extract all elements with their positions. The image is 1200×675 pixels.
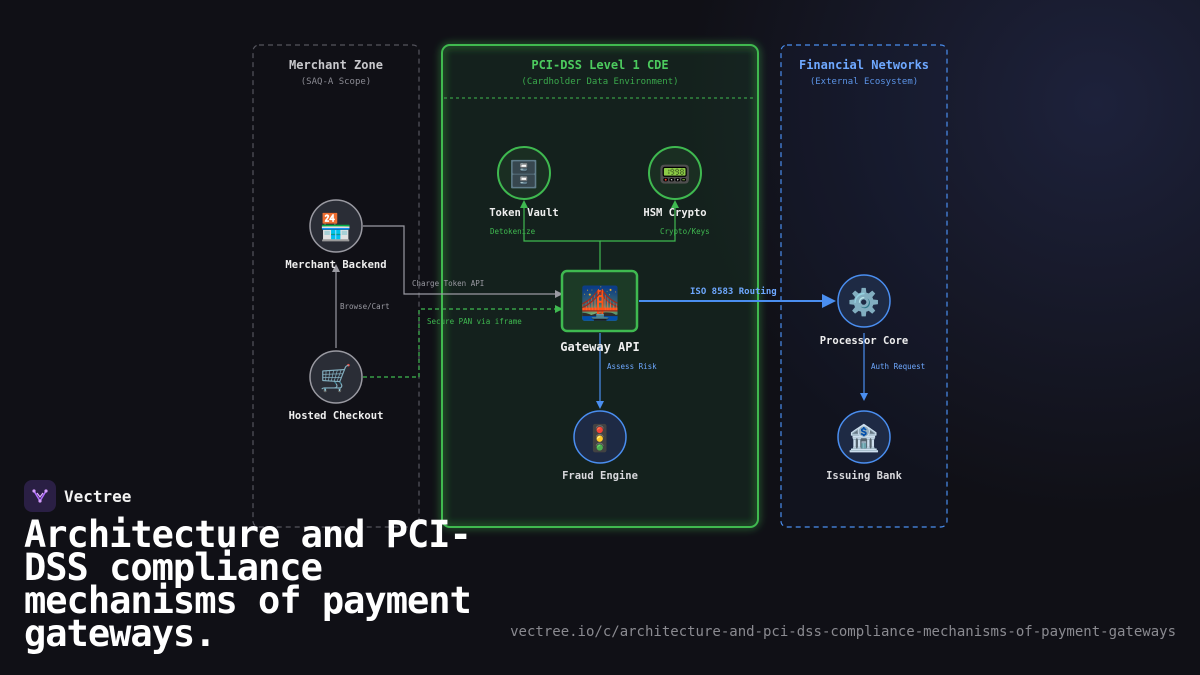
edge-crypto-keys: Crypto/Keys: [600, 200, 710, 242]
merchant-zone-subtitle: (SAQ-A Scope): [301, 77, 371, 87]
node-label-token-vault: Token Vault: [489, 207, 559, 219]
brand[interactable]: Vectree: [24, 479, 131, 513]
financial-zone-title: Financial Networks: [799, 58, 929, 72]
node-label-gateway-api: Gateway API: [560, 340, 639, 354]
edge-label-secure-pan: Secure PAN via iframe: [427, 317, 522, 326]
page-title: Architecture and PCI-DSS compliance mech…: [24, 513, 472, 655]
pager-icon: 📟: [659, 160, 691, 190]
node-label-hsm-crypto: HSM Crypto: [643, 207, 706, 219]
merchant-zone: Merchant Zone (SAQ-A Scope): [252, 44, 420, 528]
node-label-merchant-backend: Merchant Backend: [285, 259, 386, 271]
edge-label-assess-risk: Assess Risk: [607, 362, 657, 371]
vectree-logo-icon: [24, 480, 56, 512]
gear-icon: ⚙️: [848, 287, 880, 318]
edge-detokenize: Detokenize: [490, 200, 601, 270]
edge-iso-routing: ISO 8583 Routing: [639, 286, 836, 308]
edge-auth-request: Auth Request: [860, 333, 925, 401]
merchant-zone-title: Merchant Zone: [289, 58, 383, 72]
edge-label-auth-request: Auth Request: [871, 362, 925, 371]
edge-label-charge-token-api: Charge Token API: [412, 279, 484, 288]
edge-label-detokenize: Detokenize: [490, 227, 536, 236]
node-hsm-crypto[interactable]: 📟 HSM Crypto: [643, 146, 707, 219]
node-label-fraud-engine: Fraud Engine: [562, 470, 638, 482]
edge-secure-pan: Secure PAN via iframe: [363, 305, 563, 378]
shopping-cart-icon: 🛒: [320, 363, 352, 394]
edge-charge-token-api: Charge Token API: [363, 225, 563, 298]
node-processor-core[interactable]: ⚙️ Processor Core: [820, 274, 909, 347]
node-issuing-bank[interactable]: 🏦 Issuing Bank: [826, 410, 903, 482]
node-merchant-backend[interactable]: 🏪 Merchant Backend: [285, 199, 387, 271]
node-label-hosted-checkout: Hosted Checkout: [289, 410, 384, 422]
node-fraud-engine[interactable]: 🚦 Fraud Engine: [562, 410, 638, 482]
edge-label-crypto-keys: Crypto/Keys: [660, 227, 710, 236]
node-token-vault[interactable]: 🗄️ Token Vault: [489, 146, 559, 219]
edge-assess-risk: Assess Risk: [596, 333, 657, 409]
article-url[interactable]: vectree.io/c/architecture-and-pci-dss-co…: [510, 624, 1176, 640]
bridge-icon: 🌉: [580, 284, 620, 322]
financial-zone-subtitle: (External Ecosystem): [810, 77, 918, 87]
edge-label-iso-routing: ISO 8583 Routing: [690, 286, 777, 297]
node-hosted-checkout[interactable]: 🛒 Hosted Checkout: [289, 350, 384, 422]
edge-browse-cart: Browse/Cart: [332, 264, 390, 348]
traffic-light-icon: 🚦: [584, 423, 616, 454]
node-label-processor-core: Processor Core: [820, 335, 909, 347]
node-label-issuing-bank: Issuing Bank: [826, 470, 903, 482]
file-cabinet-icon: 🗄️: [508, 159, 540, 190]
bank-icon: 🏦: [848, 423, 880, 454]
cde-zone-title: PCI-DSS Level 1 CDE: [531, 58, 668, 72]
brand-name: Vectree: [64, 486, 132, 506]
cde-zone-subtitle: (Cardholder Data Environment): [521, 77, 678, 87]
node-gateway-api[interactable]: 🌉 Gateway API: [560, 269, 640, 354]
edge-label-browse-cart: Browse/Cart: [340, 302, 390, 311]
store-icon: 🏪: [320, 212, 352, 243]
